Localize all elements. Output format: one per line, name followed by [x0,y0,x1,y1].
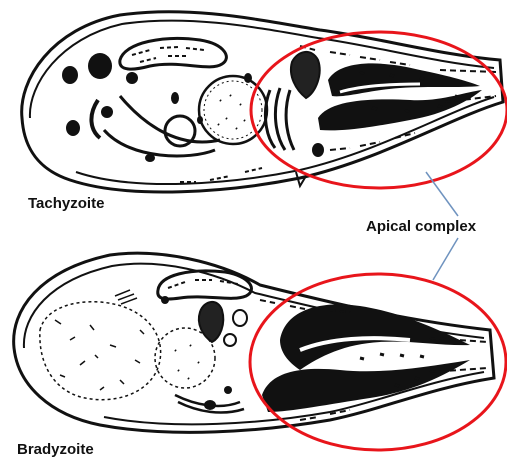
apical-complex-highlight-bradyzoite [250,274,506,450]
nucleolus-dots [218,95,245,129]
nucleus-dots [175,345,199,379]
mitochondrion-cristae [132,47,204,62]
micronemes-bundle [115,290,137,304]
dense-granule [88,53,112,79]
mitochondrion [120,38,227,69]
vacuole [165,116,195,146]
dense-granule [244,73,252,83]
apicoplast [291,52,320,98]
dense-granule [126,72,138,84]
tachyzoite-label: Tachyzoite [28,195,104,212]
vacuole [233,310,247,326]
amylopectin-texture [55,320,144,390]
dense-granule [101,106,113,118]
dense-granule [312,143,324,157]
dense-granule [224,386,232,394]
golgi-apparatus [265,88,294,150]
apical-complex-label: Apical complex [366,218,476,235]
leader-line-lower [433,238,458,280]
endoplasmic-reticulum [91,100,100,138]
rhoptry [328,63,480,96]
nucleus-inner [204,81,262,139]
pellicle-dashes [180,168,262,182]
rhoptry [262,360,470,412]
dense-granule [66,120,80,136]
bradyzoite-label: Bradyzoite [17,441,94,458]
dense-granule [171,92,179,104]
dense-granule [224,334,236,346]
dense-granule [62,66,78,84]
apicoplast [199,302,223,342]
dense-granule [161,296,169,304]
amylopectin-region [40,302,161,400]
